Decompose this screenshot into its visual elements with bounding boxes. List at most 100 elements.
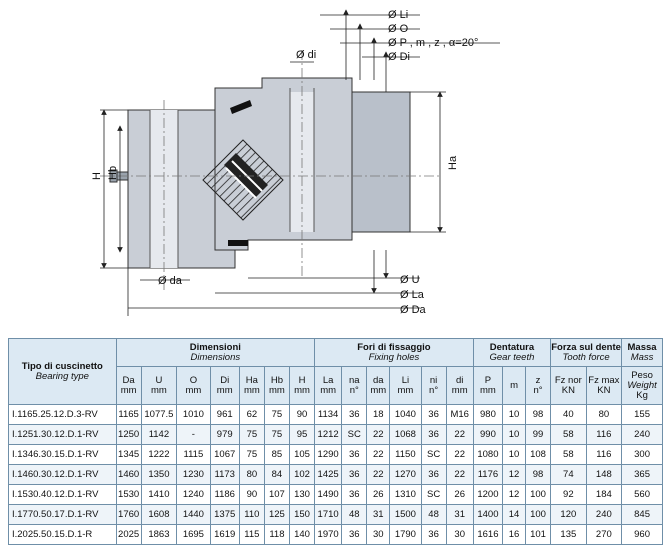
table-cell: 1270 [389, 464, 422, 485]
table-cell: 90 [238, 484, 265, 505]
column-header-unit: mm [269, 384, 285, 396]
table-cell: 155 [621, 404, 663, 425]
table-cell: 960 [621, 524, 663, 545]
column-header-unit: mm [294, 384, 310, 396]
table-cell: 270 [585, 524, 623, 545]
table-cell: 1863 [140, 524, 178, 545]
bearing-cross-section-drawing: Ø Li Ø O Ø P , m , z , α=20° Ø Di Ø di Ø… [91, 9, 500, 316]
table-cell: 300 [621, 444, 663, 465]
bearing-code-cell: I.1165.25.12.D.3-RV [8, 404, 117, 425]
table-cell: 75 [263, 424, 290, 445]
dim-di-small-label: Ø di [296, 49, 316, 61]
dim-o-label: Ø O [388, 23, 409, 35]
table-cell: 1200 [472, 484, 504, 505]
column-header-name: Hb [270, 374, 283, 386]
column-header-name: P [484, 374, 492, 386]
table-cell: 95 [288, 424, 316, 445]
column-header-unit: mm [320, 384, 337, 396]
table-cell: 75 [238, 424, 265, 445]
table-cell: 135 [550, 524, 587, 545]
roller-cage-icon [202, 139, 284, 221]
specification-table: Tipo di cuscinetto Bearing type Dimensio… [8, 338, 663, 545]
table-cell: 1080 [472, 444, 504, 465]
table-cell: 1134 [314, 404, 343, 425]
table-cell: 36 [420, 424, 447, 445]
table-cell: 36 [341, 484, 368, 505]
table-cell: 1400 [472, 504, 504, 525]
table-cell: 1240 [176, 484, 211, 505]
table-cell: 1165 [115, 404, 142, 425]
table-cell: SC [341, 424, 368, 445]
table-cell: 14 [502, 504, 527, 525]
column-header-unit: mm [243, 384, 260, 396]
table-cell: 979 [209, 424, 240, 445]
table-cell: 22 [366, 444, 391, 465]
table-cell: 1350 [140, 464, 178, 485]
table-cell: 107 [263, 484, 290, 505]
column-header-unit: n° [533, 384, 543, 396]
table-cell: 100 [525, 484, 552, 505]
table-cell: 75 [238, 444, 265, 465]
table-cell: 1186 [209, 484, 240, 505]
bearing-code-cell: I.2025.50.15.D.1-R [8, 524, 117, 545]
table-cell: 1425 [314, 464, 343, 485]
table-cell: 36 [420, 464, 447, 485]
table-cell: 240 [585, 504, 623, 525]
table-cell: 98 [525, 404, 552, 425]
table-cell: 110 [238, 504, 265, 525]
table-cell: 1410 [140, 484, 178, 505]
table-cell: 31 [366, 504, 391, 525]
table-cell: 1490 [314, 484, 343, 505]
table-cell: 1440 [176, 504, 211, 525]
table-cell: 845 [621, 504, 663, 525]
column-header-unit: KN [561, 384, 575, 396]
table-cell: 36 [420, 404, 447, 425]
table-cell: 365 [621, 464, 663, 485]
table-cell: 12 [502, 464, 527, 485]
table-cell: 125 [263, 504, 290, 525]
table-cell: 1608 [140, 504, 178, 525]
table-cell: 990 [472, 424, 504, 445]
table-cell: 31 [445, 504, 474, 525]
table-cell: 22 [366, 464, 391, 485]
table-cell: M16 [445, 404, 474, 425]
column-header-name: z [535, 374, 541, 386]
dim-h-label: H [91, 172, 103, 180]
bottom-seal-icon [228, 240, 248, 246]
table-cell: 90 [288, 404, 316, 425]
column-header-unit: KN [597, 384, 611, 396]
table-cell: - [176, 424, 211, 445]
table-cell: 80 [585, 404, 623, 425]
top-dimensions [290, 9, 500, 92]
column-header-name: Fz nor [554, 374, 582, 386]
table-cell: 184 [585, 484, 623, 505]
top-seal-icon [230, 100, 252, 114]
table-cell: 62 [238, 404, 265, 425]
table-cell: 1500 [389, 504, 422, 525]
column-header-unit: mm [120, 384, 137, 396]
table-cell: 115 [238, 524, 265, 545]
bearing-code-cell: I.1460.30.12.D.1-RV [8, 464, 117, 485]
table-cell: 116 [585, 444, 623, 465]
vertical-dimensions [100, 91, 446, 269]
table-cell: 1790 [389, 524, 422, 545]
table-cell: 1290 [314, 444, 343, 465]
table-cell: 98 [525, 464, 552, 485]
bearing-code-cell: I.1770.50.17.D.1-RV [8, 504, 117, 525]
table-cell: 150 [288, 504, 316, 525]
column-header-unit: mm [185, 384, 202, 396]
table-cell: 58 [550, 424, 587, 445]
table-cell: 2025 [115, 524, 142, 545]
column-header-name: da [372, 374, 384, 386]
